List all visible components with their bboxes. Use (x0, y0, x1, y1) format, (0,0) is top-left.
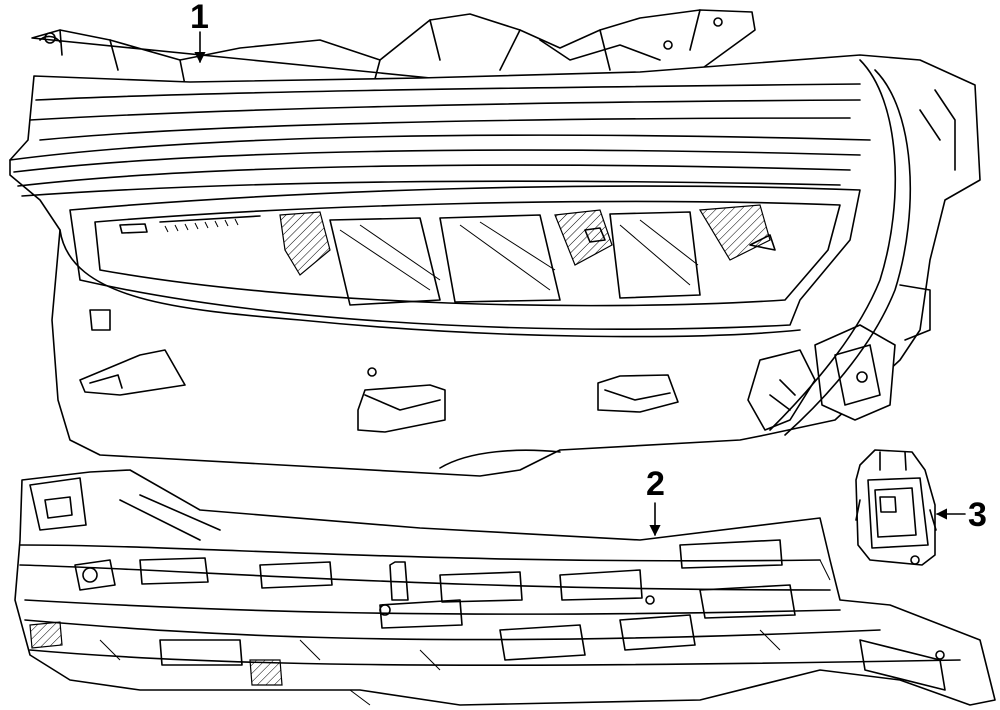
mounting-bracket (14, 469, 996, 706)
headlamp-assembly (9, 9, 981, 477)
callout-leaders (194, 31, 966, 537)
callout-label-3: 3 (968, 496, 987, 534)
headlamp-module (855, 449, 937, 566)
callout-label-2: 2 (646, 465, 665, 503)
callout-label-1: 1 (190, 0, 209, 36)
